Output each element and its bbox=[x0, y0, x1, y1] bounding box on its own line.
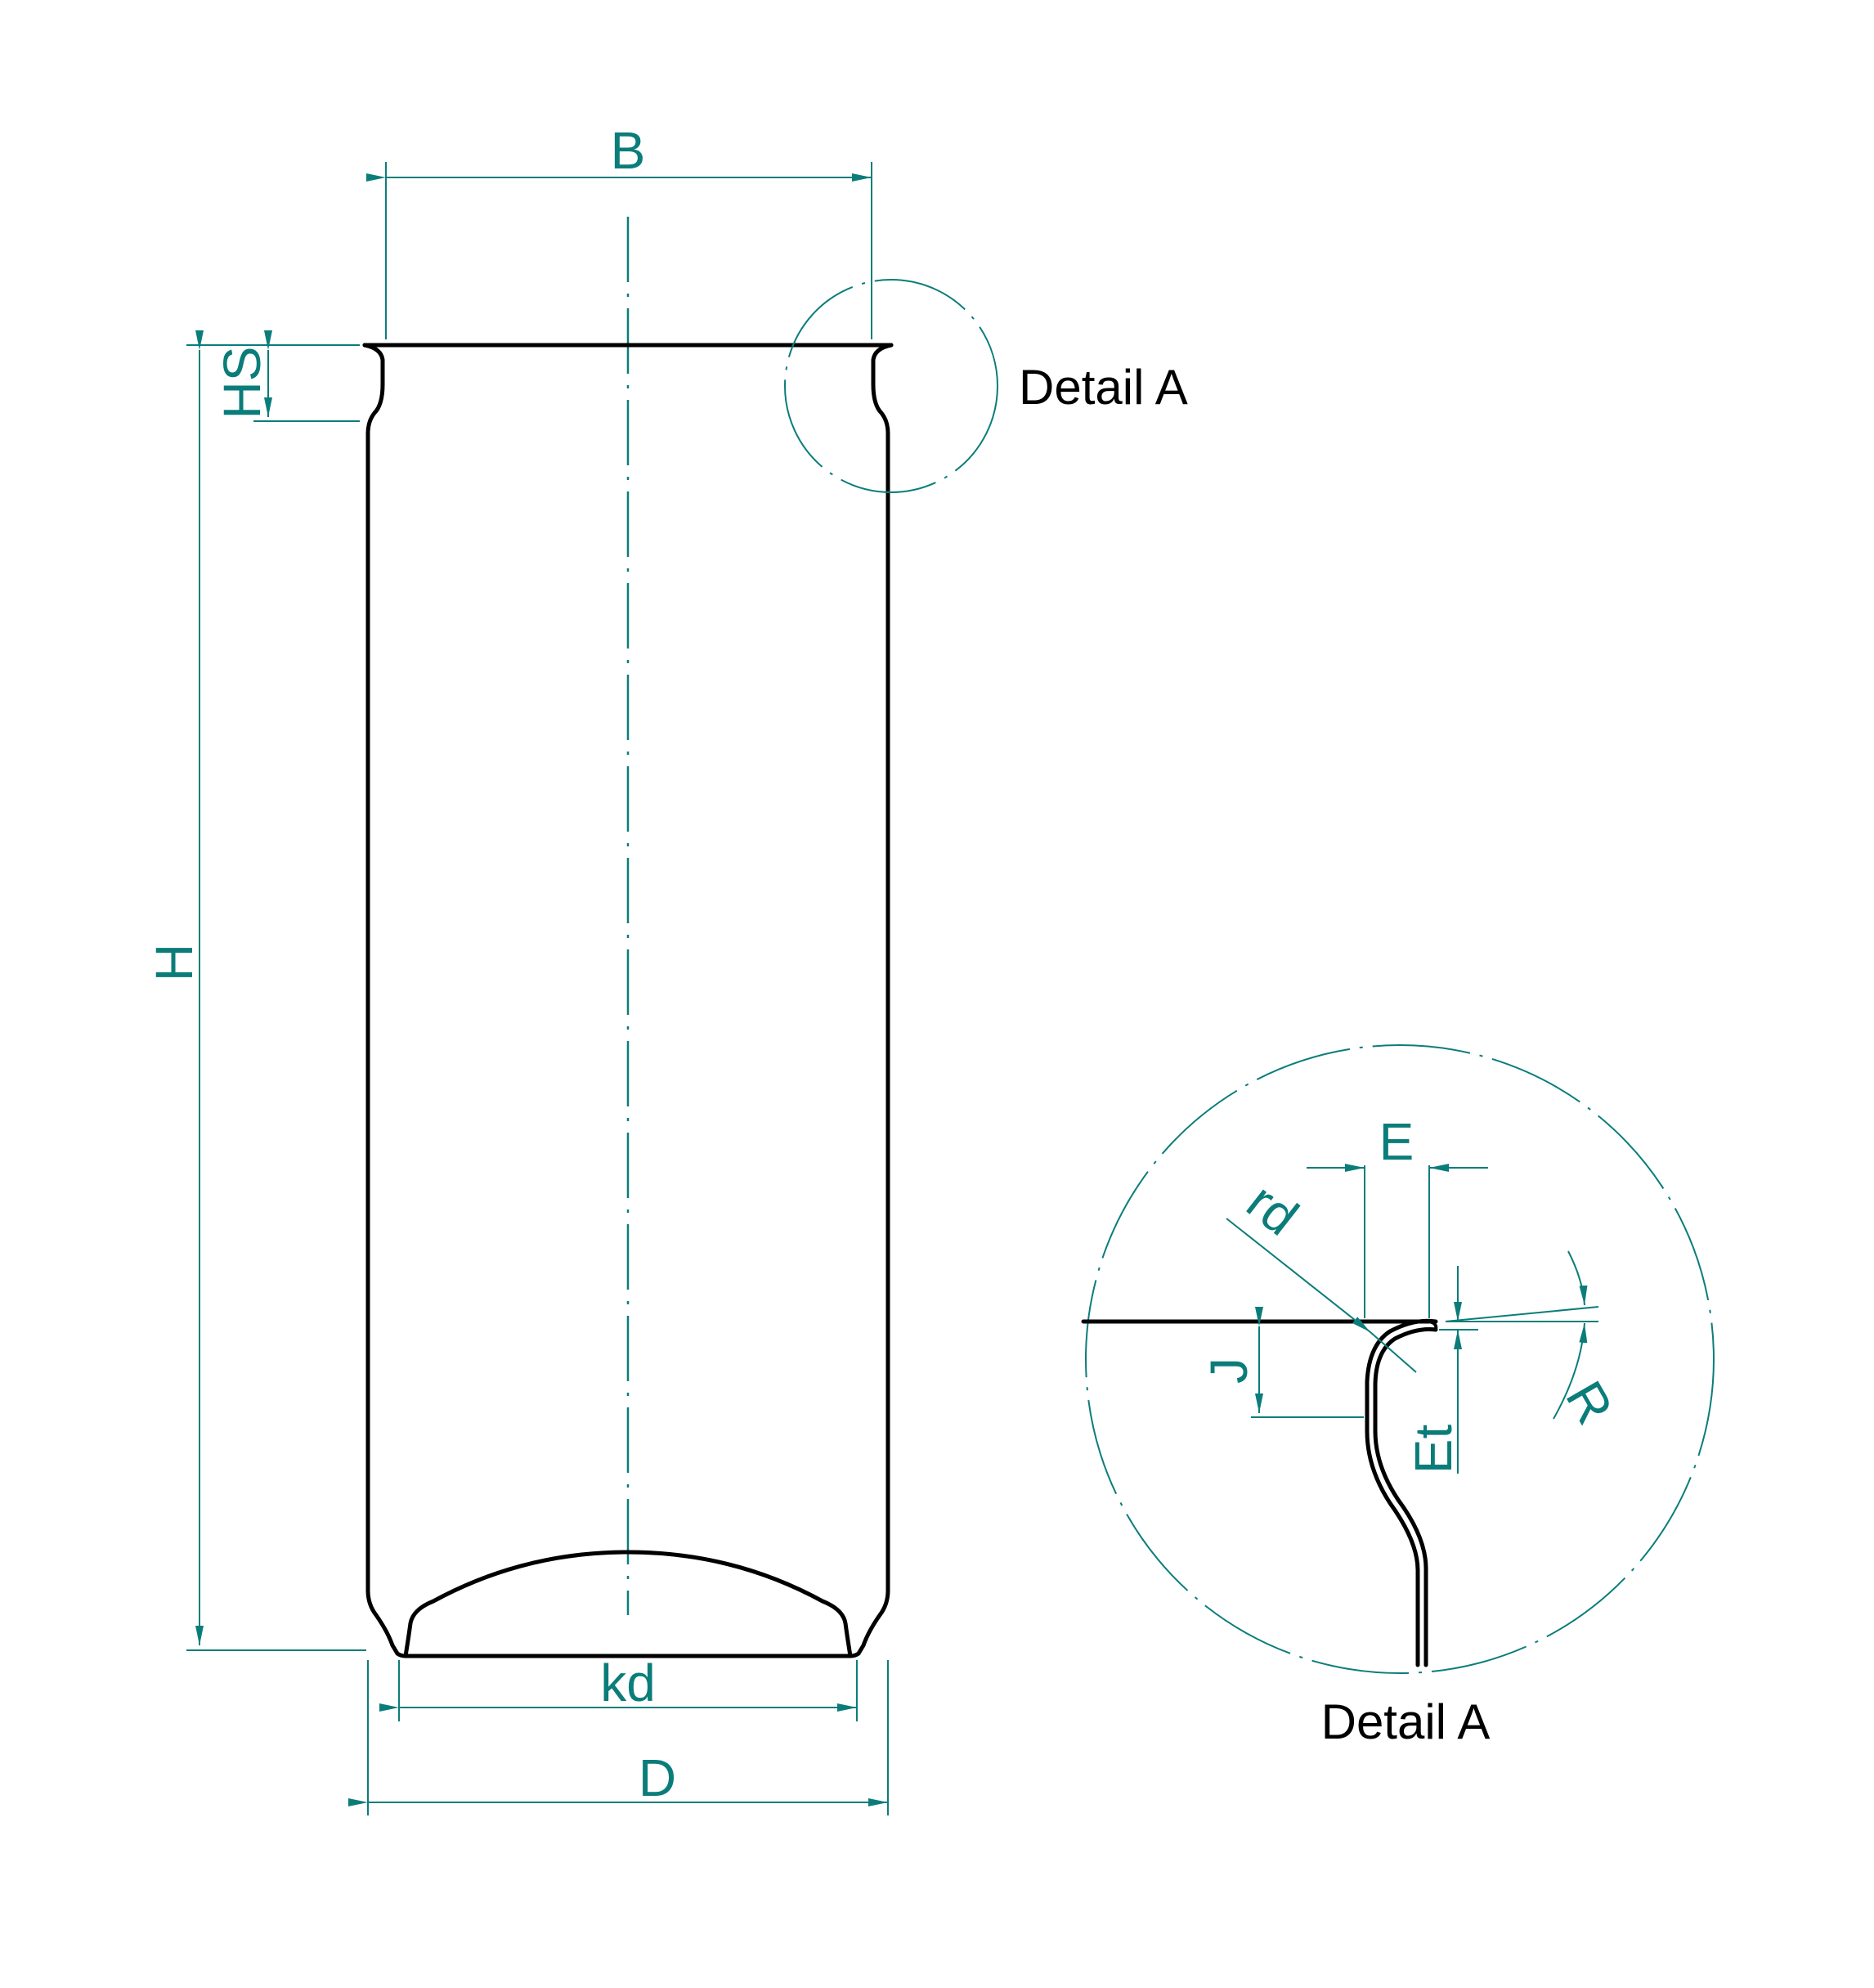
dimension-e: E bbox=[1307, 1112, 1488, 1318]
dimension-hs: HS bbox=[186, 330, 360, 422]
dimension-r-label: R bbox=[1554, 1371, 1624, 1434]
can-outline bbox=[362, 343, 894, 1658]
detail-view: E rd J Et R Detail A bbox=[1081, 1044, 1715, 1749]
dimension-j-label: J bbox=[1199, 1357, 1258, 1384]
dimension-b: B bbox=[366, 121, 872, 339]
main-view: B HS H kd D Det bbox=[145, 121, 1188, 1815]
dimension-b-label: B bbox=[611, 121, 646, 180]
dimension-r: R bbox=[1445, 1250, 1625, 1434]
dimension-hs-label: HS bbox=[213, 347, 271, 420]
dimension-et: Et bbox=[1404, 1266, 1478, 1474]
dimension-d: D bbox=[348, 1660, 889, 1815]
dimension-h-label: H bbox=[145, 944, 204, 981]
dimension-kd-label: kd bbox=[600, 1654, 656, 1712]
dimension-h: H bbox=[145, 330, 366, 1651]
dimension-kd: kd bbox=[379, 1654, 858, 1721]
detail-view-title: Detail A bbox=[1321, 1694, 1491, 1749]
dimension-e-label: E bbox=[1379, 1112, 1414, 1171]
dimension-d-label: D bbox=[639, 1748, 676, 1807]
detail-callout-label: Detail A bbox=[1019, 360, 1188, 415]
detail-view-circle bbox=[1085, 1044, 1715, 1674]
dimension-et-label: Et bbox=[1404, 1425, 1463, 1474]
detail-callout-circle bbox=[784, 279, 998, 493]
dimension-j: J bbox=[1199, 1307, 1364, 1418]
